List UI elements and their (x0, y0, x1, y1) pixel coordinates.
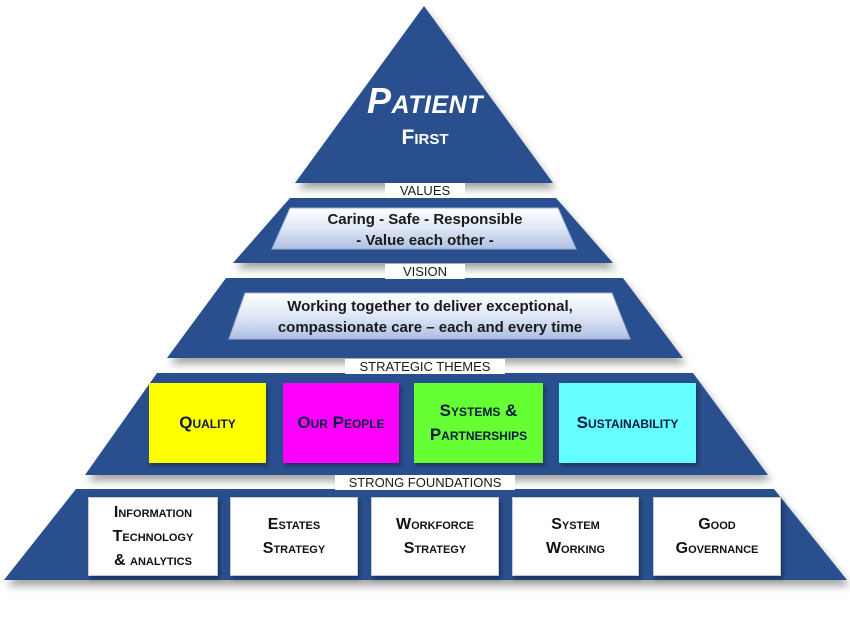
vision-label: VISION (385, 264, 465, 279)
foundation-workforce-line-2: Strategy (403, 539, 467, 557)
foundation-system-line-1: System (551, 515, 600, 533)
vision-line-1: Working together to deliver exceptional, (287, 298, 573, 315)
foundation-system-line-2: Working (545, 539, 606, 557)
foundation-it-line-2: Technology (112, 527, 194, 545)
foundation-it-line-1: Information (113, 503, 193, 521)
foundation-workforce-strategy: Workforce Strategy (371, 497, 499, 576)
apex-subtitle: First (401, 126, 449, 149)
foundation-estates-strategy: Estates Strategy (230, 497, 358, 576)
foundation-governance-line-1: Good (698, 515, 736, 533)
values-text: Caring - Safe - Responsible - Value each… (280, 209, 570, 251)
values-line-2: - Value each other - (356, 232, 494, 249)
foundation-estates-line-2: Strategy (262, 539, 326, 557)
theme-sustainability: Sustainability (559, 383, 696, 463)
foundation-workforce-line-1: Workforce (395, 515, 475, 533)
theme-quality-label: Quality (179, 413, 236, 432)
values-banner (271, 207, 577, 250)
values-line-1: Caring - Safe - Responsible (327, 211, 523, 228)
foundation-estates-line-1: Estates (267, 515, 321, 533)
theme-systems-line-1: Systems & (439, 401, 518, 420)
vision-banner (228, 292, 631, 340)
vision-line-2: compassionate care – each and every time (277, 319, 583, 336)
values-label: VALUES (385, 183, 465, 198)
theme-our-people: Our People (283, 383, 399, 463)
theme-systems-partnerships: Systems & Partnerships (414, 383, 543, 463)
vision-text: Working together to deliver exceptional,… (240, 296, 620, 338)
foundation-governance-line-2: Governance (675, 539, 759, 557)
foundation-information-technology: Information Technology & analytics (88, 497, 218, 576)
foundation-system-working: System Working (512, 497, 639, 576)
theme-systems-line-2: Partnerships (429, 425, 528, 444)
theme-sustainability-label: Sustainability (576, 413, 679, 432)
foundation-it-line-3: & analytics (114, 551, 192, 569)
theme-our-people-label: Our People (297, 413, 385, 432)
strong-foundations-label: STRONG FOUNDATIONS (335, 475, 515, 490)
apex-title: Patient (367, 80, 483, 121)
foundation-good-governance: Good Governance (653, 497, 781, 576)
pyramid-apex (295, 6, 553, 183)
strategic-themes-label: STRATEGIC THEMES (345, 359, 505, 374)
theme-quality: Quality (149, 383, 266, 463)
